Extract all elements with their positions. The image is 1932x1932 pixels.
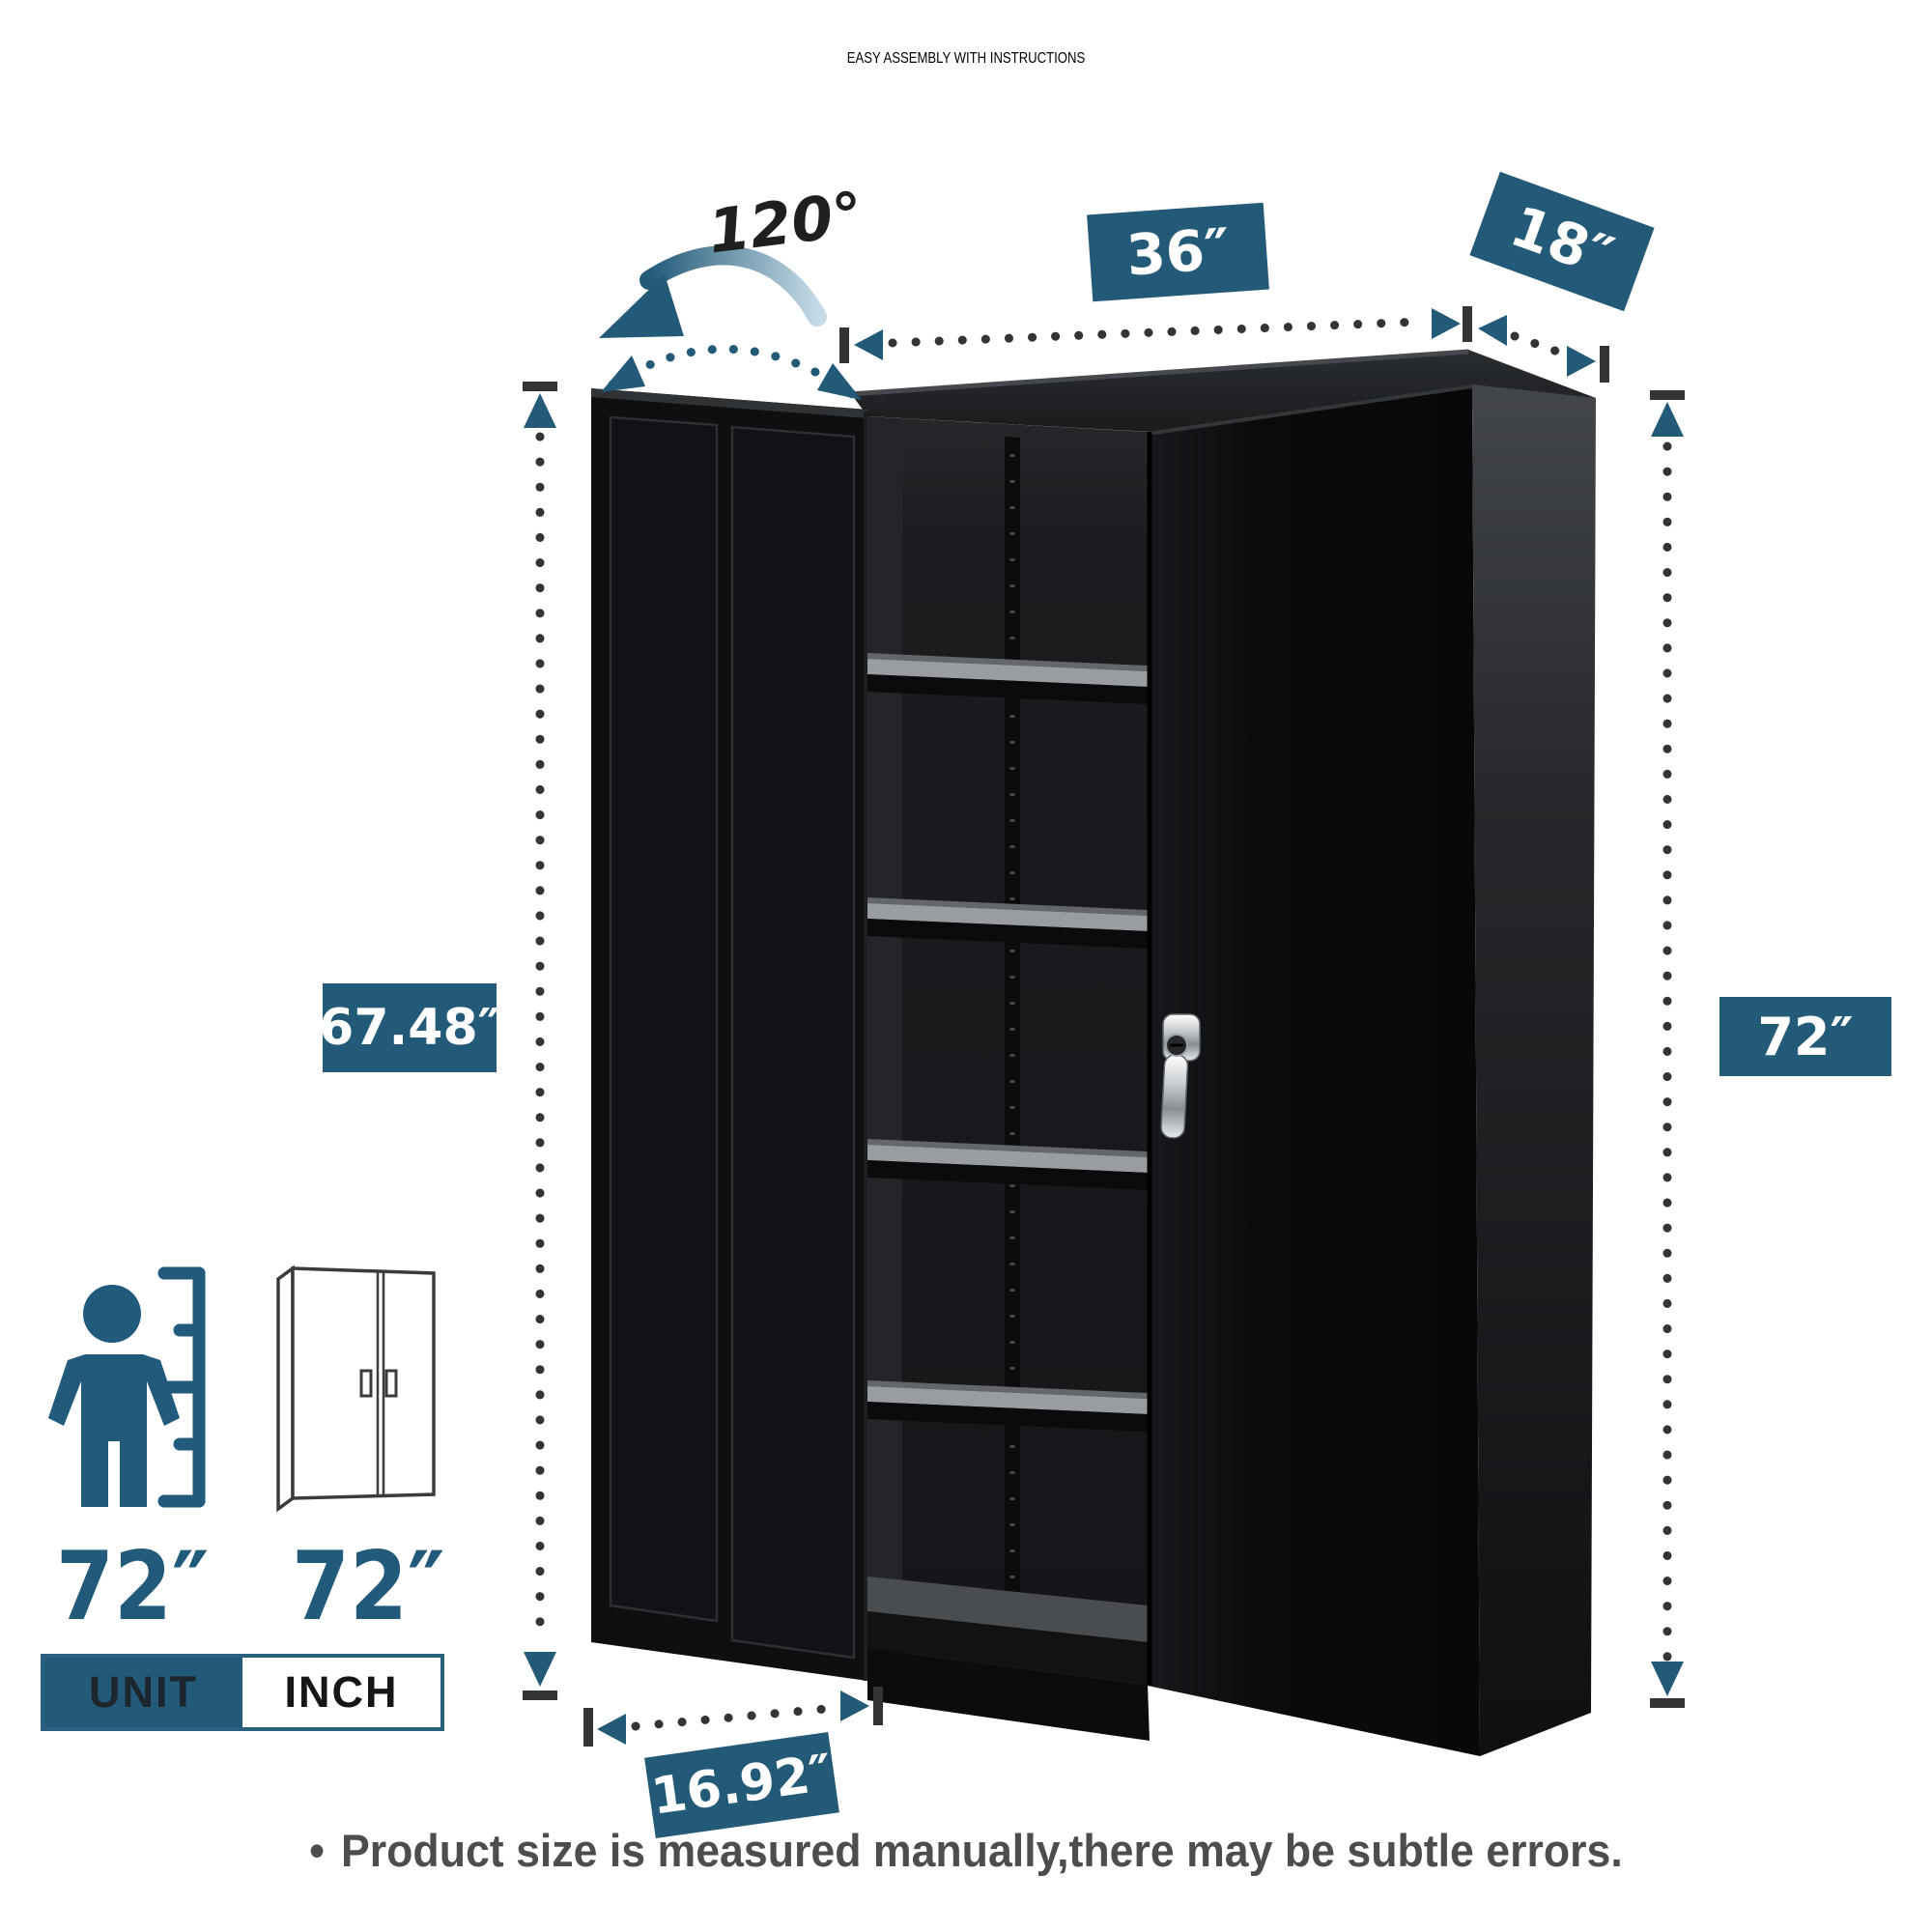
door-swing-arrow-icon — [599, 245, 827, 338]
unit-table: UNIT INCH — [41, 1654, 444, 1731]
cabinet-top-edge-highlight — [849, 349, 1469, 397]
closed-door — [1148, 384, 1480, 1756]
door-height-dimension-line — [523, 382, 557, 1700]
closed-door-top-edge — [1147, 384, 1473, 436]
cabinet-floor-shadow — [867, 1611, 1148, 1685]
shelf — [867, 1139, 1148, 1190]
shelf — [867, 897, 1148, 949]
cabinet-interior-left-wall — [867, 416, 902, 1654]
footnote: • Product size is measured manually,there… — [309, 1824, 1623, 1877]
cabinet-floor — [867, 1577, 1148, 1642]
page-title: EASY ASSEMBLY WITH INSTRUCTIONS — [846, 50, 1086, 67]
footnote-text: Product size is measured manually,there … — [340, 1825, 1623, 1876]
height-ruler-icon — [157, 1266, 206, 1508]
shelf-support-strip — [1005, 437, 1020, 1642]
door-swing-arc-icon — [601, 344, 862, 400]
door-height-badge: 67.48″ — [319, 983, 500, 1072]
overall-height-dimension-line — [1650, 390, 1685, 1708]
unit-value-cell: INCH — [242, 1658, 440, 1727]
door-handle — [1160, 1013, 1201, 1139]
depth-dimension-line — [1478, 315, 1609, 383]
cabinet-body — [591, 349, 1596, 1756]
overall-height-badge: 72″ — [1719, 997, 1891, 1076]
width-badge: 36″ — [1087, 202, 1269, 302]
cabinet-side-face — [1472, 384, 1596, 1756]
footnote-bullet: • — [309, 1825, 325, 1876]
cabinet-base — [867, 1648, 1150, 1741]
width-dimension-line — [839, 306, 1472, 363]
cabinet-height-label: 72″ — [292, 1532, 445, 1642]
shelf — [867, 653, 1148, 704]
unit-key-cell: UNIT — [44, 1658, 242, 1727]
cabinet-outline-icon — [276, 1264, 436, 1513]
open-door — [591, 388, 867, 1681]
person-height-label: 72″ — [56, 1532, 210, 1642]
person-silhouette-icon — [48, 1285, 180, 1507]
interior-depth-dimension-line — [583, 1687, 883, 1747]
shelf — [867, 1380, 1148, 1432]
